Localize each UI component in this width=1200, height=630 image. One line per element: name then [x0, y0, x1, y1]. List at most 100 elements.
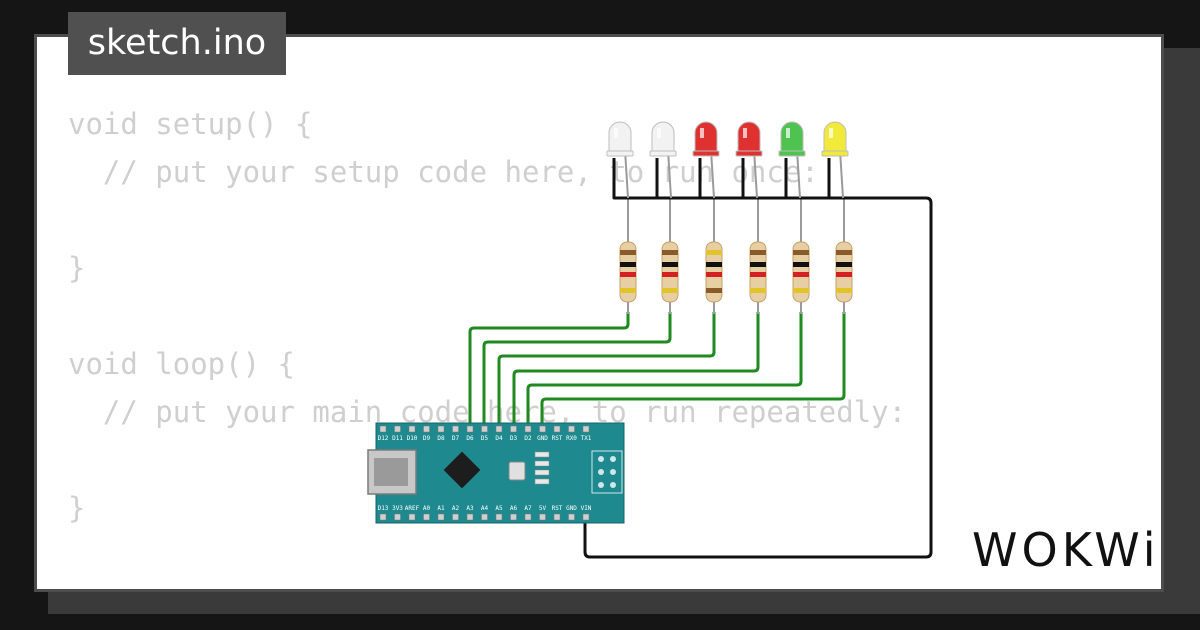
- code-line: }: [68, 251, 86, 285]
- pin-header: [481, 425, 488, 433]
- led-dome: [651, 121, 675, 155]
- pin-header: [553, 425, 561, 433]
- led-red: [735, 121, 763, 199]
- pin-label: AREF: [405, 505, 420, 512]
- code-line: void loop() {: [68, 347, 295, 381]
- pin-label: D12: [378, 435, 389, 442]
- resistor: [661, 236, 679, 314]
- led-anode-lead: [624, 149, 629, 199]
- resistor-band: [620, 272, 636, 277]
- pin-header: [452, 425, 459, 433]
- icsp-pin: [610, 482, 616, 488]
- pin-header: [423, 425, 430, 433]
- signal-wire: [497, 312, 716, 432]
- usb-port: [374, 458, 408, 486]
- led-dome: [737, 121, 761, 155]
- resistor-band: [750, 272, 766, 277]
- resistor: [619, 236, 637, 314]
- pin-header: [379, 513, 387, 521]
- pin-header: [553, 513, 561, 521]
- wokwi-logo: WOKWi: [972, 523, 1160, 577]
- pin-label: D5: [481, 435, 489, 442]
- pin-header: [437, 425, 445, 433]
- resistor-band: [836, 262, 852, 267]
- pin-header: [524, 513, 532, 521]
- pin-label: D3: [510, 435, 518, 442]
- status-led: [534, 478, 550, 485]
- led-anode-lead: [667, 149, 672, 199]
- icsp-header: [591, 450, 623, 494]
- pin-header: [466, 513, 474, 521]
- resistor-band: [793, 262, 809, 267]
- pin-header: [481, 513, 488, 521]
- code-editor[interactable]: void setup() { // put your setup code he…: [68, 100, 906, 532]
- resistor-band: [620, 288, 636, 293]
- led-dome: [608, 121, 632, 155]
- signal-wire: [482, 312, 672, 432]
- resistor-band: [706, 288, 722, 293]
- pin-label: TX1: [581, 435, 592, 442]
- resistor: [749, 236, 767, 314]
- resistor-band: [750, 288, 766, 293]
- pin-label: A2: [452, 505, 460, 512]
- status-led: [534, 469, 550, 476]
- pin-header: [582, 425, 590, 433]
- pin-header: [539, 513, 546, 521]
- pin-label: A4: [481, 505, 489, 512]
- pin-header: [568, 513, 575, 521]
- pin-label: RX0: [566, 435, 577, 442]
- pin-label: D4: [495, 435, 503, 442]
- pin-header: [510, 425, 517, 433]
- icsp-pin: [610, 456, 616, 462]
- led-red: [692, 121, 720, 199]
- led-anode-lead: [710, 149, 715, 199]
- pin-header: [408, 425, 416, 433]
- pin-header: [423, 513, 430, 521]
- resistor-band: [836, 250, 852, 255]
- pin-label: A1: [437, 505, 445, 512]
- status-led: [534, 451, 550, 458]
- signal-wires: [468, 198, 846, 432]
- pin-label: D8: [437, 435, 445, 442]
- resistors: [619, 236, 853, 314]
- led-highlight: [657, 128, 661, 138]
- resistor-band: [750, 250, 766, 255]
- microcontroller-chip: [443, 451, 481, 489]
- pin-label: 3V3: [392, 505, 403, 512]
- resistor-band: [793, 288, 809, 293]
- pin-header: [582, 513, 590, 521]
- resistor-band: [662, 262, 678, 267]
- signal-wire: [540, 312, 846, 432]
- pin-header: [568, 425, 575, 433]
- led-highlight: [743, 128, 747, 138]
- led-anode-lead: [839, 149, 844, 199]
- pin-header: [466, 425, 474, 433]
- pin-header: [408, 513, 416, 521]
- pin-header: [452, 513, 459, 521]
- ground-wire: [583, 170, 933, 559]
- led-highlight: [614, 128, 618, 138]
- code-line: void setup() {: [68, 107, 313, 141]
- led-white: [606, 121, 634, 199]
- code-line: }: [68, 491, 86, 525]
- pin-label: D6: [466, 435, 474, 442]
- led-dome: [823, 121, 847, 155]
- led-highlight: [700, 128, 704, 138]
- resistor: [705, 236, 723, 314]
- pin-label: GND: [537, 435, 548, 442]
- led-rim: [778, 150, 806, 157]
- pin-label: RST: [552, 505, 563, 512]
- resistor-band: [706, 250, 722, 255]
- pin-label: D2: [524, 435, 532, 442]
- led-green: [778, 121, 806, 199]
- resistor-band: [793, 272, 809, 277]
- pin-label: VIN: [581, 505, 592, 512]
- file-tab[interactable]: sketch.ino: [68, 12, 286, 75]
- led-anode-lead: [753, 149, 758, 199]
- pin-label: D7: [452, 435, 460, 442]
- led-yellow: [821, 121, 849, 199]
- pin-label: 5V: [539, 505, 547, 512]
- pin-header: [539, 425, 546, 433]
- pin-header: [510, 513, 517, 521]
